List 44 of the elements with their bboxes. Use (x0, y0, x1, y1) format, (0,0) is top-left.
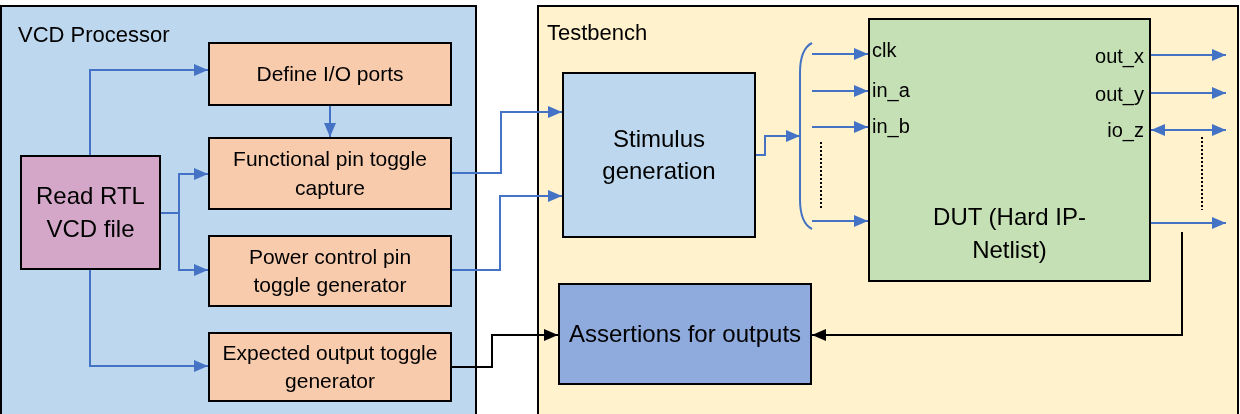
arrow (811, 121, 869, 133)
arrow (811, 85, 869, 97)
panel-title: VCD Processor (18, 21, 170, 49)
process-box (208, 42, 452, 106)
box-label: Expected output toggle generator (221, 339, 439, 394)
arrow (89, 64, 209, 156)
arrow (811, 231, 1183, 341)
arrow (160, 212, 209, 276)
arrow (89, 269, 209, 372)
process-box (20, 155, 161, 270)
box-label: Stimulus generation (601, 123, 717, 186)
arrow (451, 190, 563, 271)
dut-block (868, 18, 1151, 282)
pin-label: out_x (1095, 44, 1144, 69)
arrow (324, 105, 336, 138)
box-label: Read RTL VCD file (35, 181, 146, 244)
bus-bracket (800, 43, 812, 229)
arrow (755, 130, 801, 156)
arrow (1150, 217, 1227, 229)
process-box (208, 332, 452, 402)
pin-label: clk (872, 38, 897, 63)
arrow (451, 106, 563, 174)
arrow (1150, 49, 1227, 61)
pin-label: io_z (1107, 118, 1144, 143)
arrow (1150, 124, 1227, 136)
arrow (1150, 87, 1227, 99)
panel-title: Testbench (547, 19, 648, 47)
process-box (562, 72, 756, 238)
process-box (208, 137, 452, 210)
pin-label: out_y (1095, 82, 1144, 107)
process-box (558, 283, 812, 385)
box-label: DUT (Hard IP- Netlist) (932, 202, 1087, 265)
pin-label: in_b (872, 114, 910, 139)
arrow (451, 329, 559, 368)
box-label: Assertions for outputs (568, 318, 802, 349)
box-label: Power control pin toggle generator (247, 243, 413, 298)
process-box (208, 235, 452, 307)
box-label: Define I/O ports (256, 60, 404, 87)
group-panel (537, 5, 1239, 414)
arrow (811, 215, 869, 227)
arrow (811, 48, 869, 60)
pin-label: in_a (872, 78, 910, 103)
group-panel (0, 5, 477, 414)
box-label: Functional pin toggle capture (232, 146, 428, 201)
